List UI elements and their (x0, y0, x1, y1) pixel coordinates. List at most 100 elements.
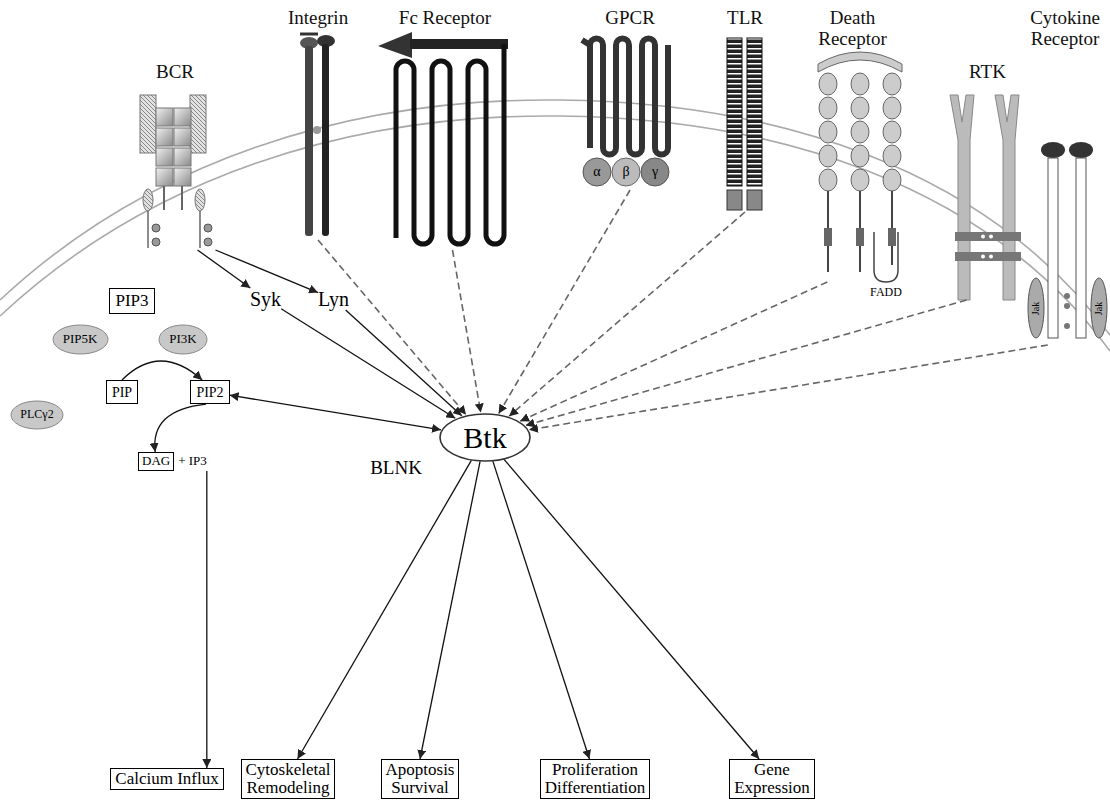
arrow-connector (206, 471, 207, 768)
g-protein-subunit: γ (652, 164, 658, 179)
dashed-connector (499, 190, 630, 414)
death-receptor-drawing-part (851, 145, 869, 167)
bcr-drawing-part (174, 108, 191, 126)
g-protein-subunit: β (622, 164, 629, 179)
cytokine-receptor-drawing-part (1048, 158, 1058, 338)
integrin-drawing (300, 34, 335, 236)
dashed-connector (453, 250, 481, 413)
ellipse-shape (11, 401, 63, 429)
death-receptor: Death Receptor (800, 8, 905, 282)
bcr-drawing (140, 95, 212, 248)
fc-receptor-drawing-part (378, 32, 412, 58)
tlr-drawing (727, 38, 762, 210)
arrow-connector (122, 361, 202, 380)
bcr-drawing-part (156, 148, 173, 166)
node-text: PIP3 (115, 291, 148, 310)
cytokine-receptor-drawing-part (1028, 278, 1044, 338)
gpcr-drawing-part (582, 39, 668, 155)
arrow-connector (493, 461, 590, 759)
bcr-drawing-part (174, 128, 191, 146)
arrow-connector (297, 460, 471, 759)
death-receptor-drawing-part (819, 97, 837, 119)
gpcr-drawing-part (612, 158, 640, 186)
receptor-label: BCR (130, 62, 220, 83)
rtk-drawing-part (950, 95, 974, 300)
kinase-name: Lyn (318, 288, 349, 310)
gpcr-receptor: GPCR (575, 8, 685, 190)
death-receptor-drawing-part (851, 169, 869, 191)
death-receptor-drawing-part (883, 73, 901, 95)
adaptor-name: BLNK (370, 458, 422, 479)
death-receptor-drawing (818, 52, 902, 282)
bcr-drawing-part (199, 211, 201, 248)
outcome-box: Gene Expression (729, 759, 815, 799)
gpcr-drawing-part (641, 158, 669, 186)
node-text: DAG (138, 452, 174, 471)
bcr-receptor: BCR (130, 62, 220, 250)
death-receptor-drawing-part (851, 97, 869, 119)
outcome-box: Proliferation Differentiation (540, 759, 651, 799)
cytokine-receptor-drawing-part (1064, 303, 1070, 309)
rtk-drawing-part (989, 235, 993, 239)
death-receptor-drawing-part (883, 97, 901, 119)
node-text: Apoptosis Survival (386, 761, 455, 797)
integrin-drawing-part (300, 33, 318, 36)
receptor-label: RTK (940, 62, 1035, 83)
arrow-connector (420, 461, 480, 759)
death-receptor-drawing-part (819, 145, 837, 167)
arrow-connector (346, 310, 462, 416)
integrin-receptor: Integrin (288, 8, 348, 240)
death-receptor-drawing-part (819, 121, 837, 143)
cell-membrane (0, 100, 1110, 351)
dashed-connector (520, 282, 827, 421)
ellipse-shape (440, 414, 530, 461)
death-receptor-drawing-part (883, 121, 901, 143)
dashed-connector (526, 300, 967, 425)
death-receptor-drawing-part (856, 228, 864, 246)
integrin-drawing-part (313, 126, 321, 134)
receptor-label: TLR (715, 8, 775, 29)
bcr-drawing-part (156, 128, 173, 146)
death-receptor-drawing-part (883, 169, 901, 191)
outcome-box: Calcium Influx (110, 768, 223, 790)
bcr-drawing-part (156, 168, 173, 186)
node-text: PI3K (169, 332, 196, 346)
enzyme-ellipse: PIP5K (52, 324, 109, 355)
death-receptor-drawing-part (883, 145, 901, 167)
lipid-box: PIP2 (190, 380, 229, 404)
tlr-receptor: TLR (715, 8, 775, 212)
adaptor-name: FADD (870, 286, 902, 299)
bcr-drawing-part (156, 108, 173, 126)
rtk-drawing (950, 95, 1021, 300)
cell-membrane-part (0, 116, 1110, 351)
rtk-drawing-part (981, 255, 985, 259)
gpcr-drawing (582, 39, 669, 187)
death-receptor-drawing-part (818, 52, 902, 72)
outcome-box: Cytoskeletal Remodeling (241, 759, 336, 799)
g-protein-subunit: α (593, 164, 600, 179)
ellipse-shape (159, 325, 207, 354)
node-text: Cytoskeletal Remodeling (246, 761, 331, 797)
node-text: PIP5K (63, 332, 98, 346)
arrow-connector (230, 395, 441, 430)
gpcr-drawing-part (583, 158, 611, 186)
dashed-connector (318, 240, 466, 415)
death-receptor-drawing-part (819, 73, 837, 95)
rtk-drawing-part (981, 235, 985, 239)
arrow-connector (198, 250, 251, 288)
receptor-label: GPCR (575, 8, 685, 29)
bcr-drawing-part (143, 189, 153, 211)
receptor-label: Fc Receptor (370, 8, 520, 29)
tlr-drawing-part (747, 190, 762, 210)
node-text: Calcium Influx (115, 770, 218, 788)
receptor-label: Cytokine Receptor (1022, 8, 1108, 49)
cytokine-receptor-drawing-part (1076, 158, 1086, 338)
second-messenger-box: DAG+ IP3 (138, 452, 207, 471)
kinase-name: Jak (1094, 301, 1105, 314)
fc-receptor-drawing-part (410, 39, 508, 49)
death-receptor-drawing-part (851, 73, 869, 95)
arrow-connector (281, 309, 455, 419)
node-text: Gene Expression (734, 761, 810, 797)
cytokine-receptor-drawing-part (1091, 278, 1107, 338)
